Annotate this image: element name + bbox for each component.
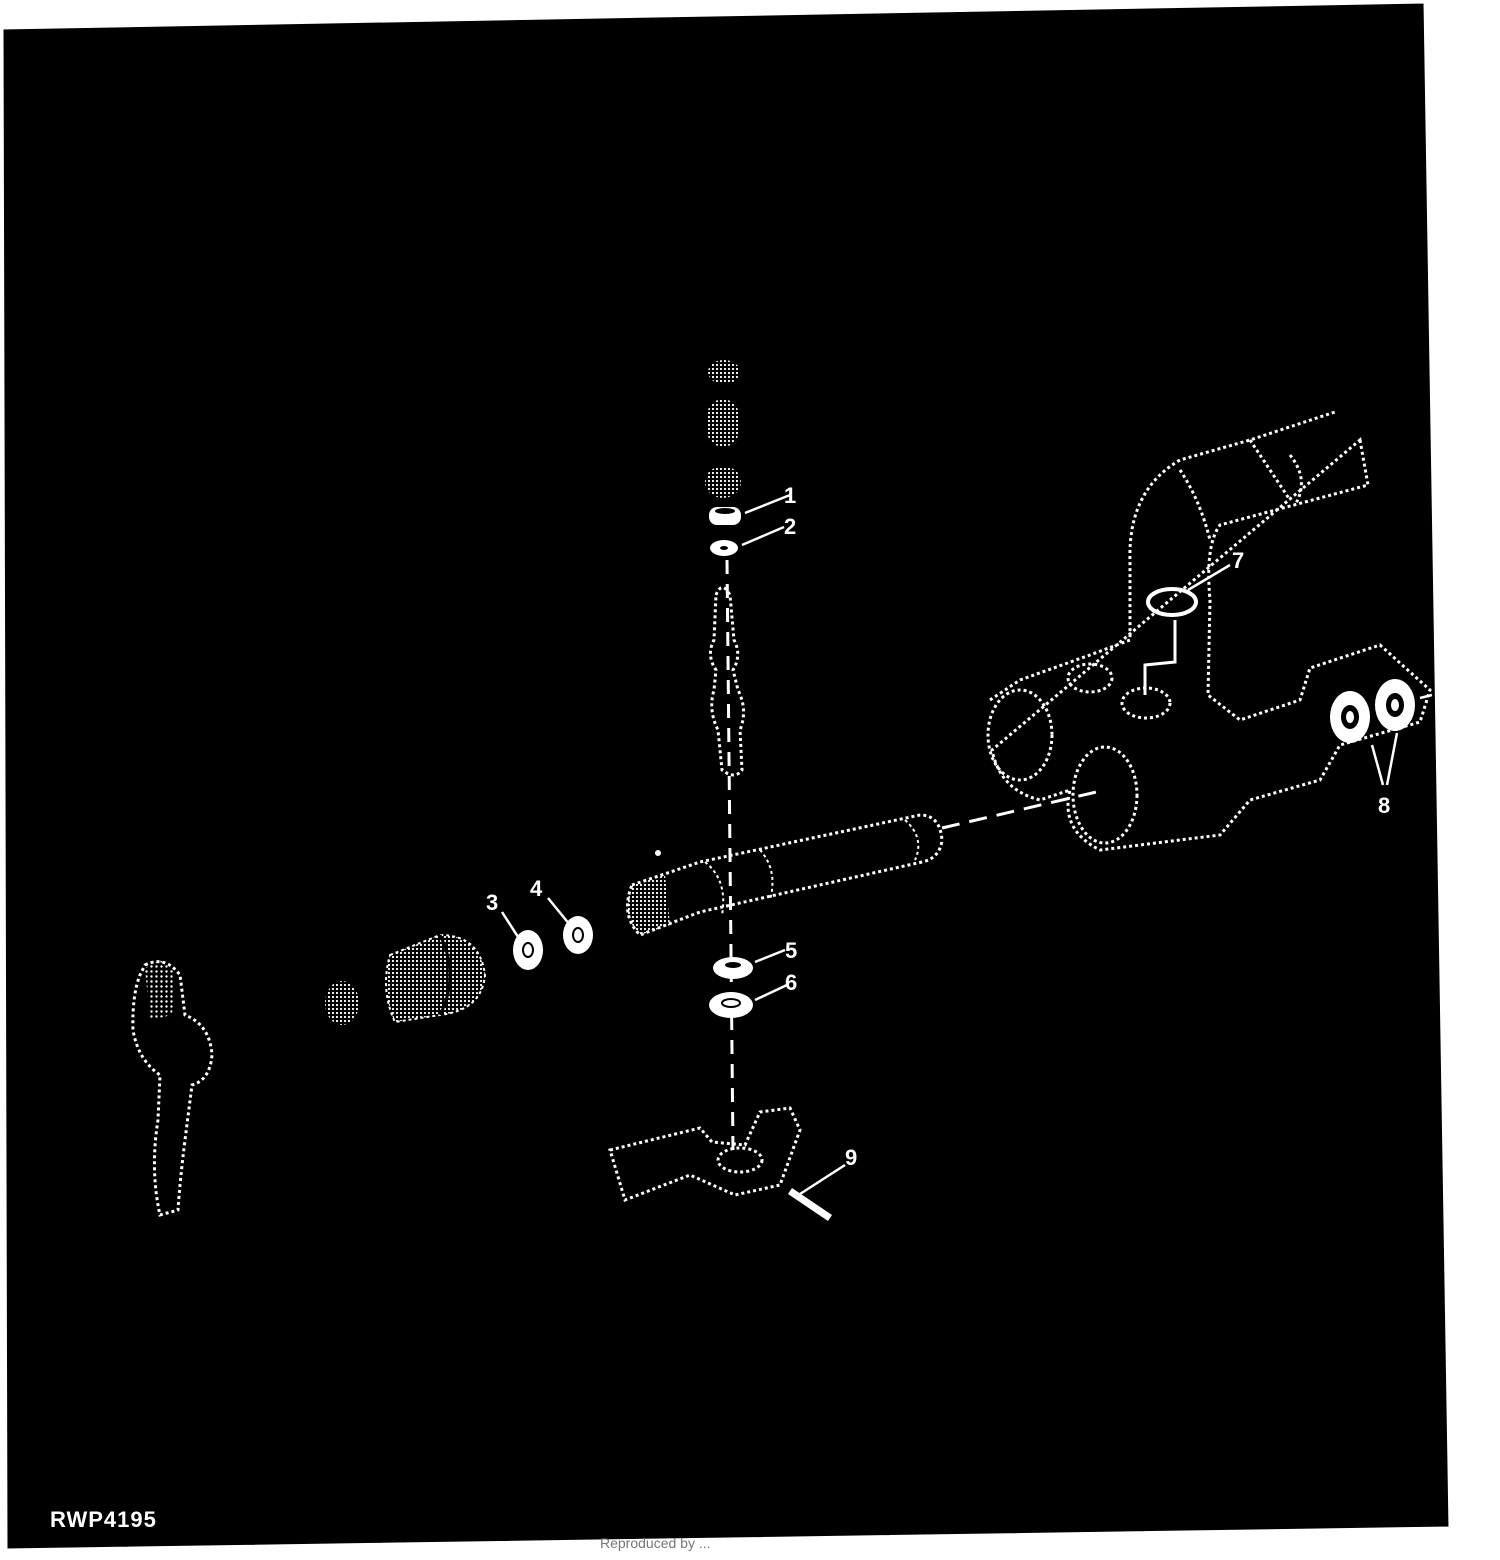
- callout-10: 10: [1470, 810, 1494, 835]
- top-ball-part: [705, 466, 741, 498]
- callout-4: 4: [530, 876, 543, 901]
- small-ball-part: [325, 981, 359, 1025]
- top-cap-part: [708, 360, 740, 384]
- part-9-pin: [788, 1188, 832, 1221]
- part-3-washer: [513, 930, 543, 970]
- diagram-panel: [0, 0, 1452, 1552]
- callout-8: 8: [1378, 793, 1390, 818]
- part-6-bearing: [709, 992, 753, 1018]
- callout-3: 3: [486, 890, 498, 915]
- top-spacer-part: [708, 400, 738, 446]
- handle-lever-part: [131, 960, 214, 1217]
- housing-part: [989, 410, 1432, 852]
- part-7-o-ring: [1146, 587, 1198, 617]
- figure-id: RWP4195: [50, 1507, 157, 1532]
- bottom-lever-part: [608, 1106, 802, 1202]
- callout-2: 2: [784, 514, 796, 539]
- leader-lines: [500, 493, 1473, 1196]
- footer-credit: Reproduced by ...: [600, 1535, 711, 1551]
- part-4-washer: [563, 916, 593, 954]
- callout-6: 6: [785, 970, 797, 995]
- callout-5: 5: [785, 938, 797, 963]
- callout-9: 9: [845, 1145, 857, 1170]
- callout-7: 7: [1232, 548, 1244, 573]
- callout-1: 1: [784, 483, 796, 508]
- vertical-shaft-part: [709, 586, 745, 777]
- nut-part: [385, 933, 487, 1024]
